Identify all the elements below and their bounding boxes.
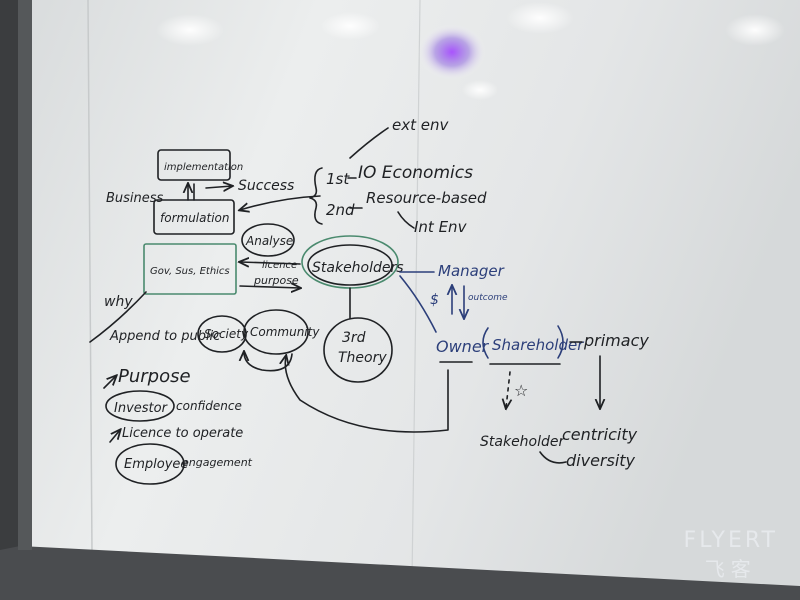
why-text: why xyxy=(104,294,133,310)
purple-light-reflection xyxy=(418,24,486,80)
ext-env-text: ext env xyxy=(392,116,449,134)
analyse-circle xyxy=(241,223,295,257)
paren-left xyxy=(482,327,489,359)
flyert-watermark: FLYERT 飞客 xyxy=(684,528,778,582)
ext-env-connector xyxy=(349,127,389,159)
third-theory-circle xyxy=(323,317,393,383)
arrow-to-formulation xyxy=(240,195,321,210)
light-glare xyxy=(156,14,224,46)
implementation-box xyxy=(157,149,231,181)
analyse-text: Analyse xyxy=(245,234,293,248)
stakeholders-to-owner xyxy=(399,275,437,333)
star-text: ☆ xyxy=(514,381,528,400)
licence-text: licence xyxy=(262,260,297,271)
investor-text: Investor xyxy=(114,401,169,416)
watermark-brand: FLYERT xyxy=(683,528,778,553)
third-theory-text-2: Theory xyxy=(338,350,387,366)
implementation-text: implementation xyxy=(164,162,243,173)
success-text: Success xyxy=(238,178,294,194)
board-seam-2 xyxy=(411,0,421,581)
licence-operate-text: Licence to operate xyxy=(122,426,243,441)
light-glare xyxy=(462,80,498,100)
investor-circle xyxy=(105,390,175,422)
owner-text: Owner xyxy=(436,337,490,356)
society-text: Society xyxy=(204,327,249,341)
primacy-text: primacy xyxy=(583,331,649,350)
centricity-text: centricity xyxy=(562,425,638,444)
light-glare xyxy=(320,12,380,40)
light-glare xyxy=(725,14,785,46)
why-slash xyxy=(89,291,147,343)
arrow-to-success xyxy=(205,186,232,188)
outcome-text: outcome xyxy=(468,293,508,303)
society-circle xyxy=(197,315,247,353)
paren-right xyxy=(557,325,564,359)
third-theory-text-1: 3rd xyxy=(342,330,366,346)
purpose-arrow-text: purpose xyxy=(253,274,299,287)
arrow-licence-bullet xyxy=(109,430,120,443)
int-env-connector xyxy=(397,211,415,229)
employee-circle xyxy=(115,443,185,485)
gov-sus-ethics-box xyxy=(143,243,237,295)
formulation-text: formulation xyxy=(160,211,229,225)
board-left-edge xyxy=(18,0,32,550)
arrow-purpose xyxy=(239,286,300,288)
int-env-text: Int Env xyxy=(414,218,468,236)
dotted-arrow xyxy=(506,371,510,408)
first-text: 1st xyxy=(326,170,350,188)
purpose-text: Purpose xyxy=(118,366,191,387)
gov-sus-ethics-text: Gov, Sus, Ethics xyxy=(150,266,230,277)
arrow-licence xyxy=(240,262,301,264)
second-text: 2nd xyxy=(326,201,355,219)
stakeholder-curve xyxy=(539,451,567,464)
employee-text: Employee xyxy=(124,457,188,472)
whiteboard-surface xyxy=(30,0,800,588)
light-glare xyxy=(506,2,574,34)
confidence-text: confidence xyxy=(176,399,242,413)
formulation-box xyxy=(153,199,235,235)
stakeholders-text: Stakeholders xyxy=(312,260,404,276)
marker-tray xyxy=(0,546,800,600)
dollar-text: $ xyxy=(430,292,439,308)
stakeholder-text: Stakeholder xyxy=(480,434,566,450)
arrow-owner-to-community xyxy=(285,356,449,433)
board-seam xyxy=(87,0,93,553)
business-text: Business xyxy=(106,191,164,206)
watermark-brand-cn: 飞客 xyxy=(704,557,757,581)
engagement-text: engagement xyxy=(182,456,253,469)
diversity-text: diversity xyxy=(566,451,636,470)
shareholder-text: Shareholder xyxy=(492,336,584,354)
community-text: Community xyxy=(250,325,320,339)
stakeholders-inner xyxy=(307,244,393,286)
community-circle xyxy=(243,309,309,355)
resource-based-text: Resource-based xyxy=(366,189,487,207)
arrow-purpose-bullet xyxy=(103,376,116,389)
io-economics-text: IO Economics xyxy=(358,163,473,183)
appeal-text: Append to public xyxy=(109,329,220,344)
manager-text: Manager xyxy=(438,262,505,280)
brace xyxy=(309,167,323,225)
